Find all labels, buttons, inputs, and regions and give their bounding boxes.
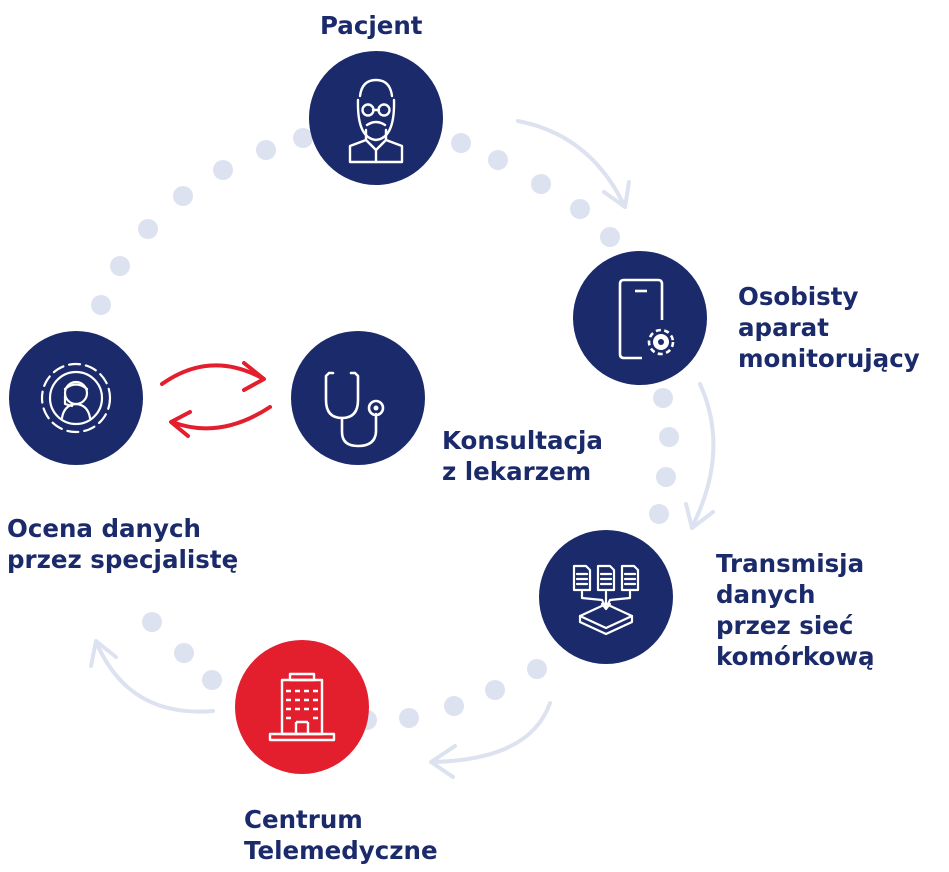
label-konsultacja: Konsultacja z lekarzem — [442, 425, 603, 487]
label-line: Ocena danych — [7, 514, 201, 543]
tablet-gear-icon — [618, 278, 675, 360]
label-line: z lekarzem — [442, 457, 592, 486]
red-arrowhead-to-ocena — [169, 410, 192, 438]
arrow-aparat-to-transmisja — [691, 382, 716, 527]
label-line: danych — [716, 580, 816, 609]
specialist-gear-icon — [40, 362, 112, 434]
arrow-transmisja-to-centrum — [430, 701, 552, 764]
label-transmisja: Transmisja danych przez sieć komórkową — [716, 548, 875, 672]
label-centrum: Centrum Telemedyczne — [244, 804, 438, 866]
node-pacjent — [309, 51, 443, 185]
office-building-icon — [268, 672, 336, 742]
red-arrowhead-to-konsultacja — [242, 361, 266, 392]
label-line: Centrum — [244, 805, 363, 834]
stethoscope-icon — [324, 371, 385, 448]
label-line: komórkową — [716, 642, 875, 671]
label-line: aparat — [738, 313, 829, 342]
arrowhead-pacjent-to-aparat — [602, 180, 631, 209]
arrowhead-aparat-to-transmisja — [684, 502, 715, 530]
label-aparat: Osobisty aparat monitorujący — [738, 281, 920, 374]
arrowhead-transmisja-to-centrum — [429, 744, 457, 779]
arrow-pacjent-to-aparat — [516, 119, 626, 207]
label-line: Konsultacja — [442, 426, 603, 455]
elderly-man-icon — [348, 78, 404, 164]
flow-arrows — [89, 119, 716, 779]
node-aparat — [573, 251, 707, 385]
label-line: Pacjent — [320, 11, 423, 40]
red-arrow-to-ocena — [170, 405, 272, 431]
label-line: przez sieć — [716, 611, 854, 640]
label-line: monitorujący — [738, 344, 920, 373]
label-line: Osobisty — [738, 282, 859, 311]
label-pacjent: Pacjent — [320, 10, 423, 41]
arrow-centrum-to-ocena — [95, 642, 215, 714]
node-centrum — [235, 640, 369, 774]
exchange-arrows — [160, 361, 272, 438]
arrowhead-centrum-to-ocena — [89, 639, 118, 668]
red-arrow-to-konsultacja — [160, 363, 264, 386]
documents-server-icon — [572, 564, 640, 636]
dotted-cycle-path — [91, 128, 679, 730]
label-line: Telemedyczne — [244, 836, 438, 865]
label-ocena: Ocena danych przez specjalistę — [7, 513, 238, 575]
node-ocena — [9, 331, 143, 465]
label-line: przez specjalistę — [7, 545, 239, 574]
label-line: Transmisja — [716, 549, 865, 578]
